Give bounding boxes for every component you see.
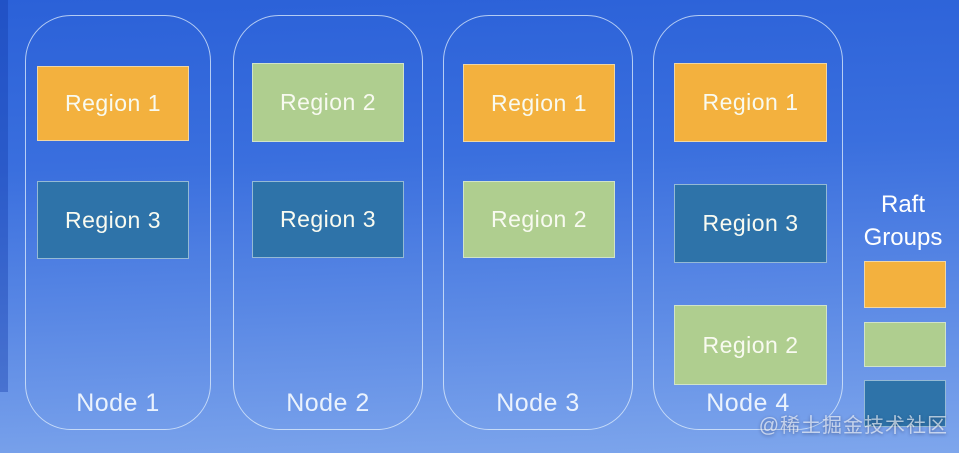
left-edge-shade: [0, 0, 8, 392]
node-1-region-1-block: Region 1: [37, 66, 189, 141]
legend-title: Raft Groups: [863, 191, 943, 252]
node-2-container: Region 2 Region 3 Node 2: [233, 15, 423, 430]
legend-swatch-raft-group-3: [864, 380, 946, 427]
node-4-region-2-block: Region 2: [674, 305, 827, 385]
legend-swatch-raft-group-1: [864, 261, 946, 308]
node-4-region-3-block: Region 3: [674, 184, 827, 263]
node-4-label: Node 4: [706, 389, 790, 417]
node-4-container: Region 1 Region 3 Region 2 Node 4: [653, 15, 843, 430]
node-1-container: Region 1 Region 3 Node 1: [25, 15, 211, 430]
node-3-region-2-block: Region 2: [463, 181, 615, 258]
node-2-label: Node 2: [286, 389, 370, 417]
node-3-container: Region 1 Region 2 Node 3: [443, 15, 633, 430]
node-3-label: Node 3: [496, 389, 580, 417]
node-1-region-3-block: Region 3: [37, 181, 189, 259]
node-2-region-2-block: Region 2: [252, 63, 404, 142]
node-1-label: Node 1: [76, 389, 160, 417]
node-3-region-1-block: Region 1: [463, 64, 615, 142]
watermark: @稀土掘金技术社区: [758, 415, 948, 437]
legend-swatch-raft-group-2: [864, 322, 946, 367]
node-2-region-3-block: Region 3: [252, 181, 404, 258]
node-4-region-1-block: Region 1: [674, 63, 827, 142]
